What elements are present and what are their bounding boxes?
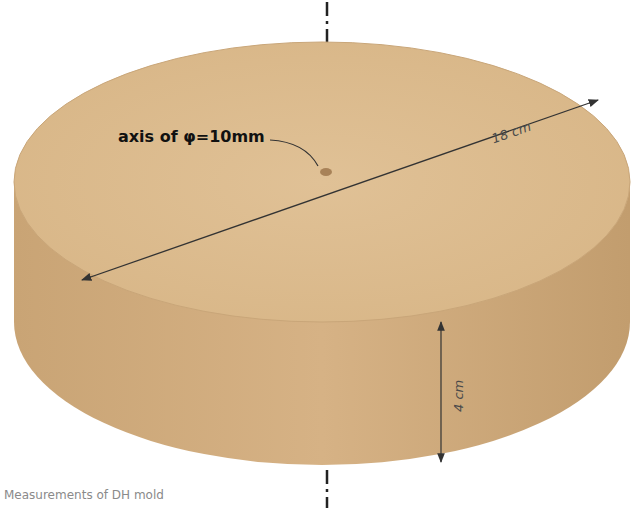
dimension-line	[440, 322, 441, 462]
caption: Measurements of DH mold	[4, 489, 164, 502]
leader-line	[270, 140, 318, 166]
axis-label: axis of φ=10mm	[118, 128, 265, 146]
axis-hole	[320, 168, 332, 176]
axis-line	[326, 470, 329, 508]
cylinder-top	[14, 42, 630, 322]
dimension-line	[82, 100, 598, 280]
dimension-label: 4 cm	[452, 380, 466, 412]
